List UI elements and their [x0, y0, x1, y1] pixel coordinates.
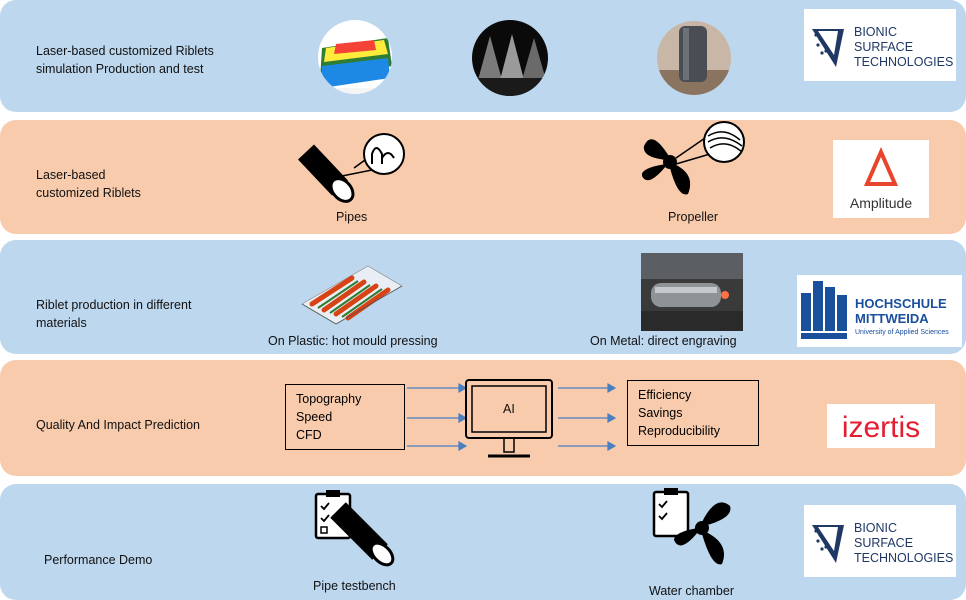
bionic-surface-technologies-logo: BIONIC SURFACE TECHNOLOGIES	[804, 9, 956, 81]
pipe-testbench-icon	[314, 490, 395, 567]
caption-pipe-testbench: Pipe testbench	[313, 579, 396, 593]
bionic-surface-technologies-logo-2: BIONIC SURFACE TECHNOLOGIES	[804, 505, 956, 577]
row-label-prediction: Quality And Impact Prediction	[36, 418, 200, 432]
ai-label: AI	[503, 402, 515, 416]
amplitude-logo: Amplitude	[833, 140, 929, 218]
caption-pipes: Pipes	[336, 210, 368, 224]
input-cfd: CFD	[296, 428, 322, 442]
izertis-logo-text: izertis	[842, 411, 920, 444]
pipe-icon	[298, 133, 405, 203]
test-part-image	[657, 21, 731, 95]
row-band-customized-riblets	[0, 120, 966, 234]
bionic-logo-2-line3: TECHNOLOGIES	[854, 551, 953, 565]
bionic-logo-line1: BIONIC	[854, 25, 897, 39]
input-speed: Speed	[296, 410, 333, 424]
hochschule-logo-line2: MITTWEIDA	[855, 311, 929, 326]
input-topography: Topography	[296, 392, 362, 406]
metal-engraving-image	[641, 253, 743, 331]
hochschule-logo-line1: HOCHSCHULE	[855, 296, 947, 311]
row-label-performance-demo: Performance Demo	[44, 553, 153, 567]
hochschule-logo-sub: University of Applied Sciences	[855, 329, 949, 336]
caption-propeller: Propeller	[668, 210, 719, 224]
computer-monitor-icon	[465, 379, 553, 458]
output-reproducibility: Reproducibility	[638, 424, 720, 438]
input-arrows	[407, 382, 467, 452]
riblet-closeup-image	[472, 20, 548, 96]
amplitude-logo-text: Amplitude	[850, 195, 912, 211]
output-savings: Savings	[638, 406, 683, 420]
bionic-logo-line3: TECHNOLOGIES	[854, 55, 953, 69]
izertis-logo: izertis	[827, 404, 935, 448]
caption-on-plastic: On Plastic: hot mould pressing	[268, 334, 438, 348]
bionic-logo-line2: SURFACE	[854, 40, 913, 54]
caption-water-chamber: Water chamber	[649, 584, 734, 598]
caption-on-metal: On Metal: direct engraving	[590, 334, 737, 348]
bionic-logo-2-line1: BIONIC	[854, 521, 897, 535]
plastic-riblet-plot-image	[301, 265, 403, 325]
simulation-image	[318, 20, 392, 94]
water-chamber-icon	[652, 488, 731, 565]
output-arrows	[558, 382, 617, 452]
hochschule-mittweida-logo: HOCHSCHULE MITTWEIDA University of Appli…	[797, 275, 962, 347]
bionic-logo-2-line2: SURFACE	[854, 536, 913, 550]
input-parameters-box: Topography Speed CFD	[285, 384, 405, 450]
propeller-icon	[641, 121, 745, 195]
output-results-box: Efficiency Savings Reproducibility	[627, 380, 759, 446]
output-efficiency: Efficiency	[638, 388, 692, 402]
